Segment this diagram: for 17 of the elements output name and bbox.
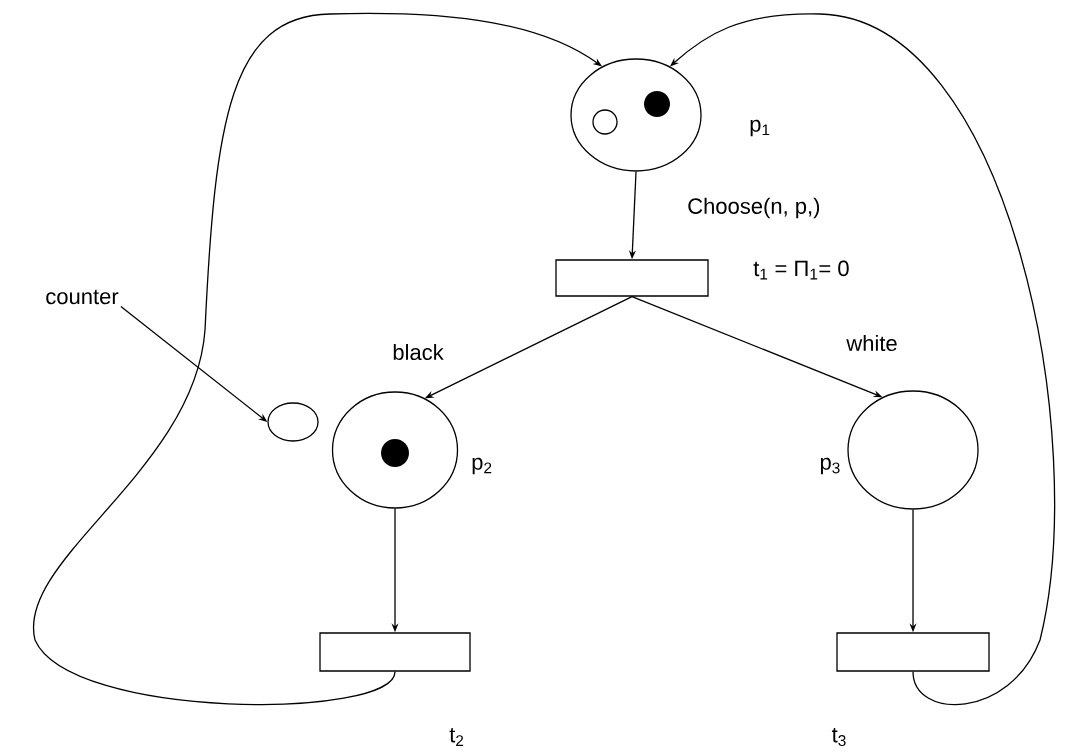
- edge-label: white: [845, 333, 899, 353]
- node-label: p$_{1}$: [750, 119, 770, 137]
- node-label: t$_{3}$: [831, 728, 846, 746]
- edge-label: black: [391, 342, 445, 362]
- place-circle: [331, 391, 459, 509]
- transition-box: [555, 259, 709, 297]
- node-label: counter: [46, 289, 119, 305]
- transition-box: [836, 632, 990, 672]
- node-label: Choose(n, p,): [688, 197, 820, 219]
- place-circle: [570, 58, 702, 172]
- node-label: p$_{2}$: [472, 457, 492, 475]
- transition-box: [319, 632, 471, 672]
- place-circle: [847, 390, 979, 510]
- node-label: p$_{3}$: [820, 457, 840, 475]
- place-circle: [267, 402, 319, 442]
- node-label: t$_{1}$ = Π$_{1}$= 0: [753, 260, 849, 280]
- node-label: t$_{2}$: [449, 728, 464, 746]
